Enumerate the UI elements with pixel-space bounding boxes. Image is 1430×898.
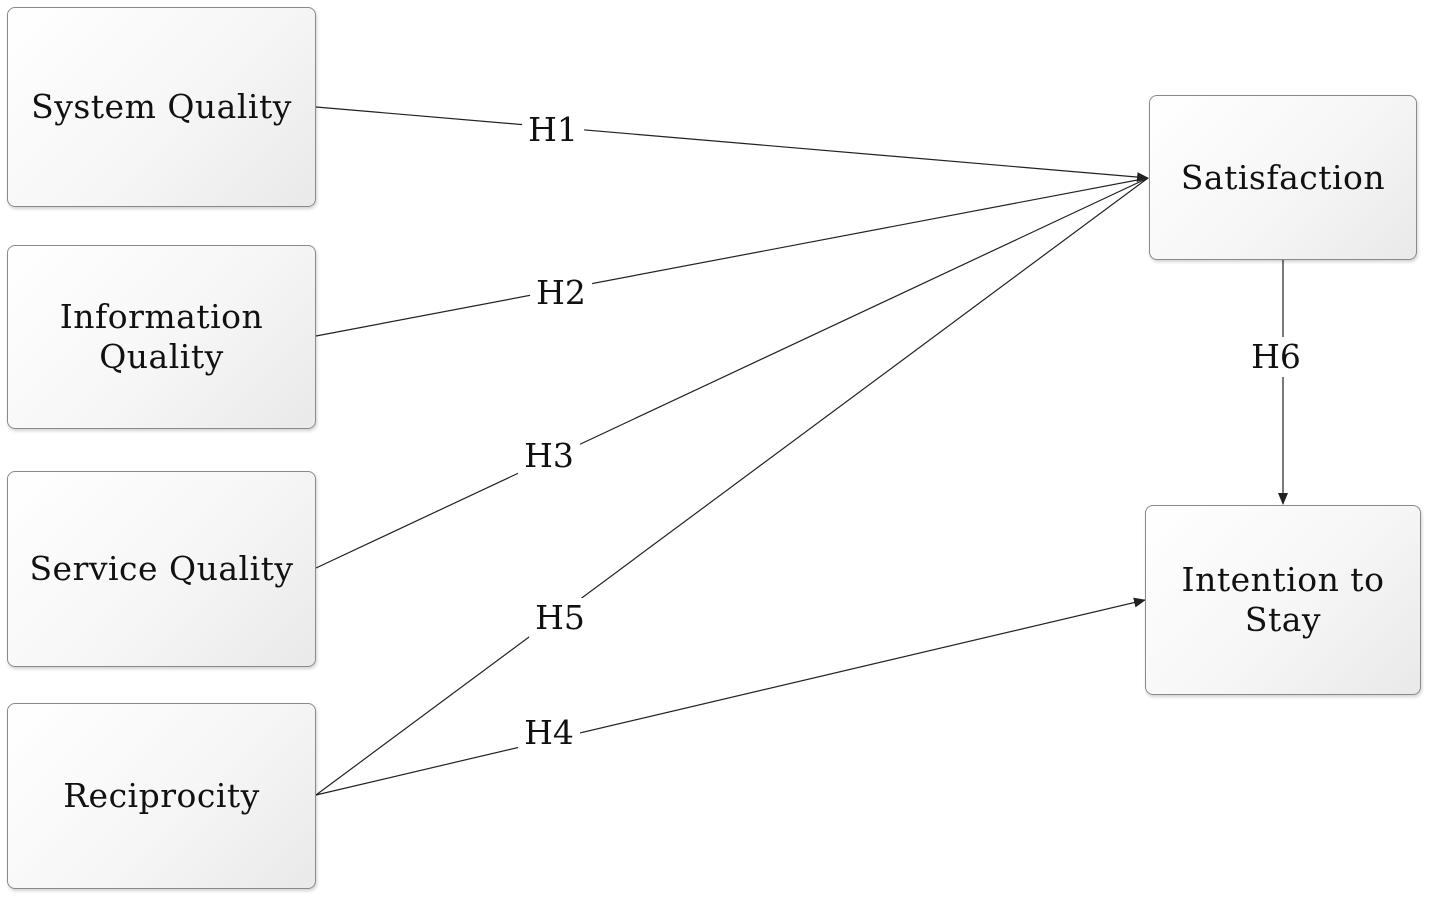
node-service-quality: Service Quality xyxy=(7,471,316,667)
edge-h4 xyxy=(315,597,1146,796)
node-information-quality: Information Quality xyxy=(7,245,316,429)
edge-label-h2: H2 xyxy=(530,273,592,313)
node-label: Intention to Stay xyxy=(1181,560,1385,639)
node-label: Service Quality xyxy=(29,549,294,588)
edge-h2 xyxy=(315,177,1149,337)
edge-label-h1: H1 xyxy=(522,110,584,150)
node-label: Reciprocity xyxy=(63,776,260,815)
node-intention-to-stay: Intention to Stay xyxy=(1145,505,1421,695)
node-label: Information Quality xyxy=(59,297,264,376)
node-satisfaction: Satisfaction xyxy=(1149,95,1417,260)
edge-label-h5: H5 xyxy=(529,598,591,638)
node-system-quality: System Quality xyxy=(7,7,316,207)
node-label: Satisfaction xyxy=(1180,157,1386,197)
edge-h5 xyxy=(315,177,1149,796)
edge-h3 xyxy=(315,177,1149,569)
edge-label-h3: H3 xyxy=(518,436,580,476)
edge-label-h4: H4 xyxy=(518,713,580,753)
node-reciprocity: Reciprocity xyxy=(7,703,316,889)
node-label: System Quality xyxy=(31,87,292,126)
edge-h1 xyxy=(315,106,1149,183)
edge-label-h6: H6 xyxy=(1245,337,1307,377)
